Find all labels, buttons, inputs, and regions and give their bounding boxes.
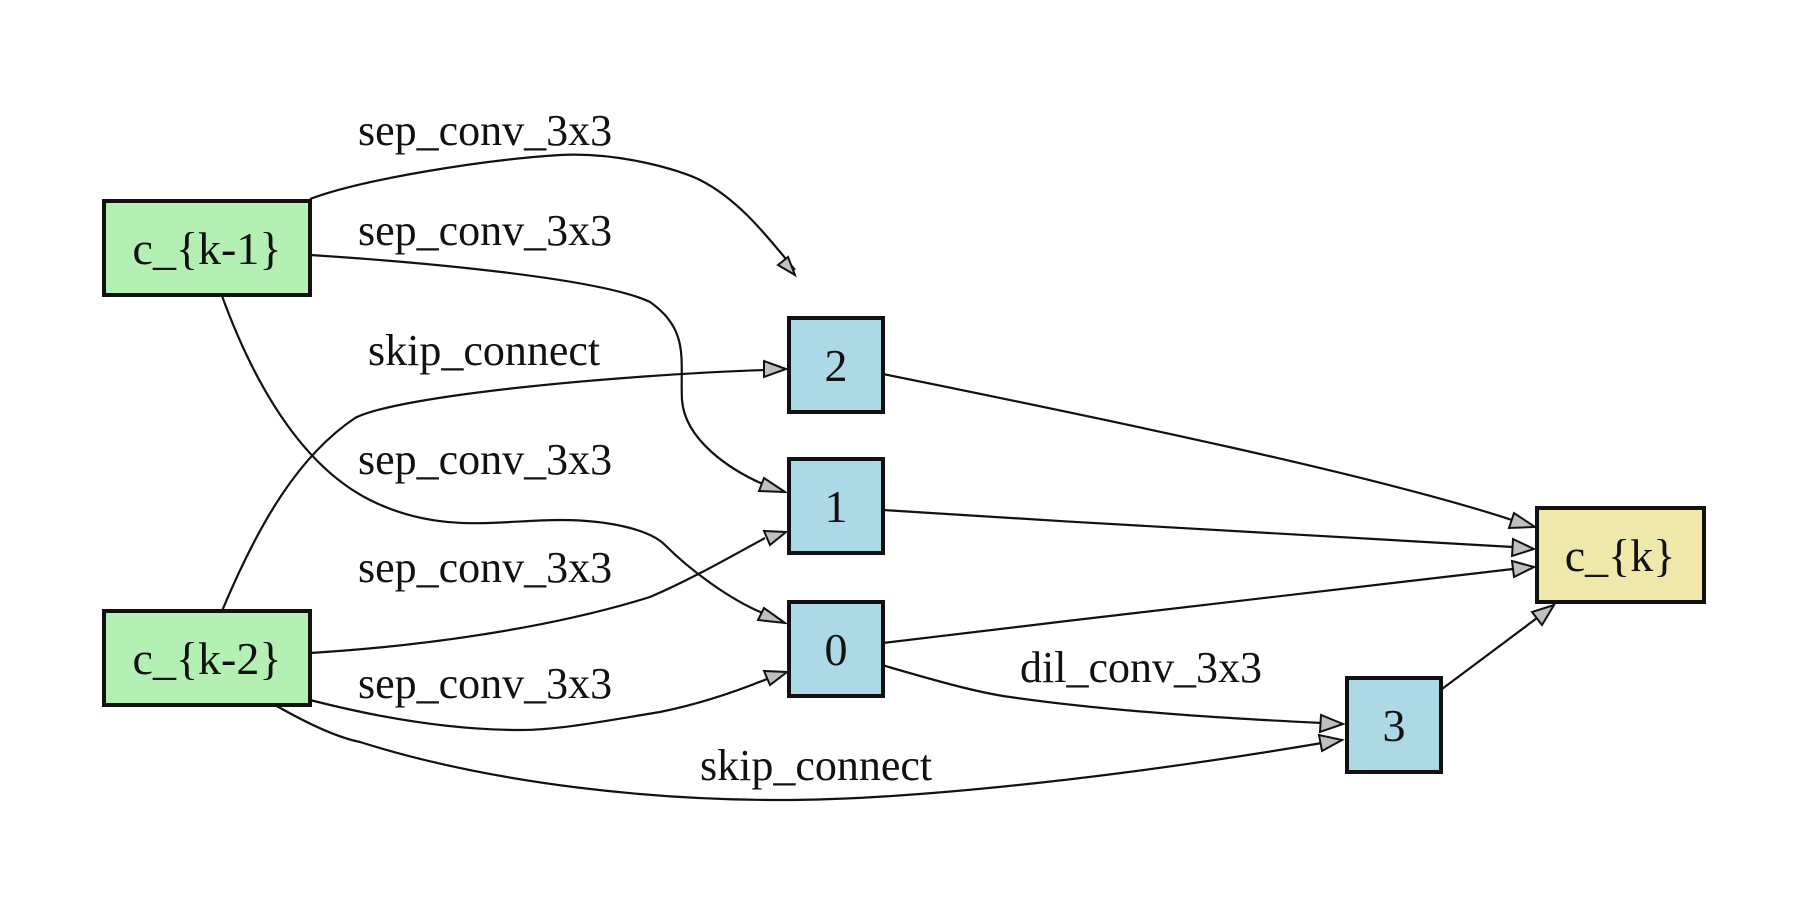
arrowhead-ck2-to-3: [1317, 733, 1345, 753]
edge-2-to-ck: [882, 372, 1516, 523]
edge-1-to-ck: [882, 508, 1514, 549]
edge-label-ck1-to-0: sep_conv_3x3: [358, 435, 612, 484]
edge-ck2-to-1: [309, 537, 766, 655]
arrowhead-ck1-to-2: [776, 255, 797, 278]
node-ck-label: c_{k}: [1565, 530, 1676, 581]
arrowhead-0-to-ck: [1510, 559, 1537, 579]
node-ck2: c_{k-2}: [102, 609, 312, 707]
node-2-label: 2: [825, 340, 848, 391]
edge-label-ck2-to-1: sep_conv_3x3: [358, 543, 612, 592]
edges: [220, 153, 1557, 802]
edge-0-to-3: [881, 663, 1323, 725]
edge-label-ck1-to-2: sep_conv_3x3: [358, 106, 612, 155]
node-0: 0: [787, 600, 885, 698]
arrowhead-2-to-ck: [1507, 511, 1539, 530]
arrowhead-0-to-3: [1318, 713, 1346, 734]
edge-label-ck1-to-1: sep_conv_3x3: [358, 206, 612, 255]
node-0-label: 0: [825, 624, 848, 675]
arrowhead-3-to-ck: [1530, 603, 1557, 627]
edge-ck1-to-0: [220, 295, 766, 616]
arrowhead-ck2-to-2: [763, 359, 789, 379]
edge-3-to-ck: [1441, 617, 1538, 690]
node-ck1: c_{k-1}: [102, 199, 312, 297]
nodes: c_{k-1} c_{k-2} 2 1 0 3 c_{k}: [102, 199, 1706, 774]
node-ck2-label: c_{k-2}: [133, 633, 282, 684]
arrowhead-ck2-to-1: [762, 529, 789, 547]
edge-label-0-to-3: dil_conv_3x3: [1020, 643, 1262, 692]
edge-labels: sep_conv_3x3 sep_conv_3x3 skip_connect s…: [358, 106, 1262, 790]
arrowhead-ck1-to-1: [757, 476, 789, 494]
edge-ck2-to-3: [274, 704, 1323, 802]
edge-label-ck2-to-3: skip_connect: [700, 741, 932, 790]
edge-label-ck2-to-0: sep_conv_3x3: [358, 659, 612, 708]
edge-label-ck2-to-2: skip_connect: [368, 326, 600, 375]
node-ck1-label: c_{k-1}: [133, 223, 282, 274]
edge-ck2-to-0: [309, 677, 768, 732]
node-3-label: 3: [1383, 700, 1406, 751]
node-ck: c_{k}: [1535, 506, 1706, 604]
edge-0-to-ck: [882, 567, 1514, 645]
node-1: 1: [787, 457, 885, 555]
arrowhead-ck2-to-0: [762, 669, 790, 687]
node-2: 2: [787, 316, 885, 414]
arrowhead-ck1-to-0: [756, 606, 789, 625]
edge-ck1-to-1: [309, 253, 766, 487]
node-1-label: 1: [825, 481, 848, 532]
edge-ck2-to-2: [220, 368, 766, 612]
node-3: 3: [1345, 676, 1443, 774]
arrowhead-1-to-ck: [1510, 537, 1537, 558]
edge-ck1-to-2: [309, 153, 796, 271]
